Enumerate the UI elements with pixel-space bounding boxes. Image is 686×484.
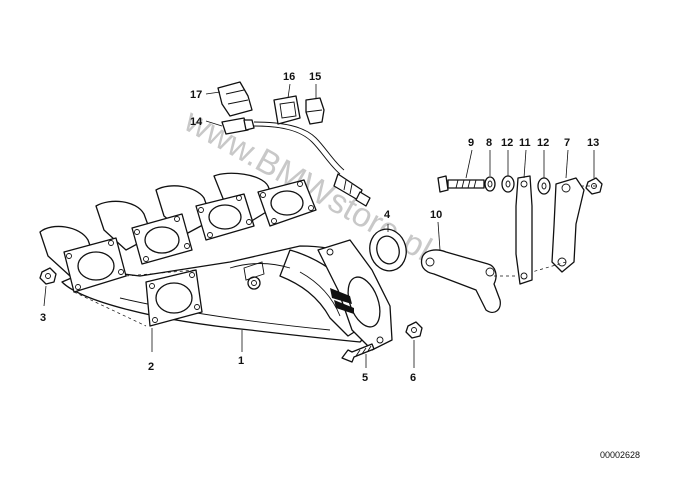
nut-right-part[interactable]: [405, 321, 423, 339]
callout-6: 6: [410, 372, 416, 384]
callout-12b: 12: [537, 137, 549, 149]
exhaust-manifold-part[interactable]: [39, 172, 393, 351]
port-flange-3: [195, 193, 255, 241]
bolt-part[interactable]: [341, 343, 375, 363]
callout-8: 8: [486, 137, 492, 149]
callout-11: 11: [519, 137, 531, 149]
callout-1: 1: [238, 355, 244, 367]
nut-left-part[interactable]: [39, 267, 57, 285]
clip-part[interactable]: [217, 81, 253, 117]
callout-13: 13: [587, 137, 599, 149]
leader-lines: [43, 83, 595, 368]
callout-4: 4: [384, 209, 391, 221]
sealing-ring-part[interactable]: [365, 225, 411, 275]
callout-2: 2: [148, 361, 154, 373]
port-flange-2: [131, 213, 193, 265]
callout-12a: 12: [501, 137, 513, 149]
strap-part[interactable]: [515, 175, 533, 285]
hex-bolt-part[interactable]: [437, 175, 485, 193]
callout-labels: 1 2 3 4 5 6 7 8 9 10 11 12 12 13 14 15 1…: [40, 71, 599, 384]
bracket-part[interactable]: [551, 177, 585, 273]
callout-7: 7: [564, 137, 570, 149]
callout-14: 14: [190, 116, 203, 128]
callout-10: 10: [430, 209, 442, 221]
outlet-flange: [317, 239, 393, 351]
port-flange-1: [63, 237, 127, 293]
callout-5: 5: [362, 372, 368, 384]
washer-part[interactable]: [484, 176, 496, 192]
callout-15: 15: [309, 71, 321, 83]
oxygen-sensor-part[interactable]: [221, 117, 371, 207]
washer-12a-part[interactable]: [501, 175, 515, 193]
callout-17: 17: [190, 89, 202, 101]
callout-3: 3: [40, 312, 46, 324]
port-flange-4: [257, 179, 317, 227]
reference-number: 00002628: [600, 450, 640, 460]
support-bracket-part[interactable]: [420, 249, 501, 314]
washer-12b-part[interactable]: [537, 177, 551, 195]
cap-part[interactable]: [305, 97, 325, 125]
flange-gasket-part[interactable]: [145, 269, 203, 327]
callout-9: 9: [468, 137, 474, 149]
callout-16: 16: [283, 71, 295, 83]
holder-part[interactable]: [273, 95, 301, 125]
